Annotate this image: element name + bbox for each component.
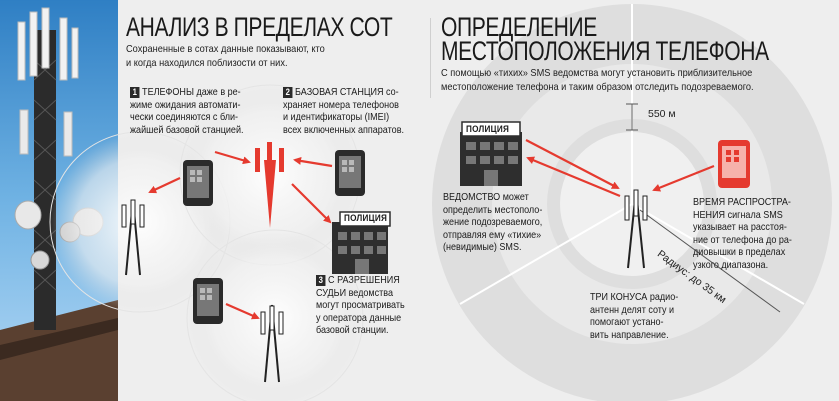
right-intro: С помощью «тихих» SMS ведомства могут ус… (441, 67, 754, 93)
distance-label: 550 м (648, 108, 676, 120)
police-label-right: ПОЛИЦИЯ (466, 124, 510, 135)
right-title-line1: ОПРЕДЕЛЕНИЕ (441, 12, 597, 42)
phone-icon (335, 150, 365, 196)
phone-icon (193, 278, 223, 324)
cell-tower-active-icon (255, 142, 284, 228)
signal-time-text: ВРЕМЯ РАСПРОСТРА- НЕНИЯ сигнала SMS указ… (693, 196, 792, 271)
police-building-icon (332, 211, 391, 274)
right-cell-rings (432, 4, 832, 401)
cell-tower-icon (121, 199, 145, 276)
step2-number: 2 (283, 87, 293, 98)
cell-tower-icon (624, 189, 648, 269)
police-building-icon (460, 121, 522, 186)
section-divider (430, 18, 431, 98)
phone-icon (183, 160, 213, 206)
step1-number: 1 (130, 87, 140, 98)
right-title-line2: МЕСТОПОЛОЖЕНИЯ ТЕЛЕФОНА (441, 36, 769, 66)
left-intro: Сохраненные в сотах данные показывают, к… (126, 43, 325, 69)
agency-text: ВЕДОМСТВО может определить местополо- же… (443, 191, 543, 253)
step3-number: 3 (316, 275, 326, 286)
police-label-left: ПОЛИЦИЯ (344, 213, 388, 224)
cones-text: ТРИ КОНУСА радио- антенн делят соту и по… (590, 291, 679, 341)
target-phone-icon (718, 140, 750, 188)
signal-arrows (148, 150, 333, 320)
sms-arrows (525, 139, 715, 198)
cell-tower-icon (260, 304, 284, 383)
left-title: АНАЛИЗ В ПРЕДЕЛАХ СОТ (126, 12, 393, 42)
